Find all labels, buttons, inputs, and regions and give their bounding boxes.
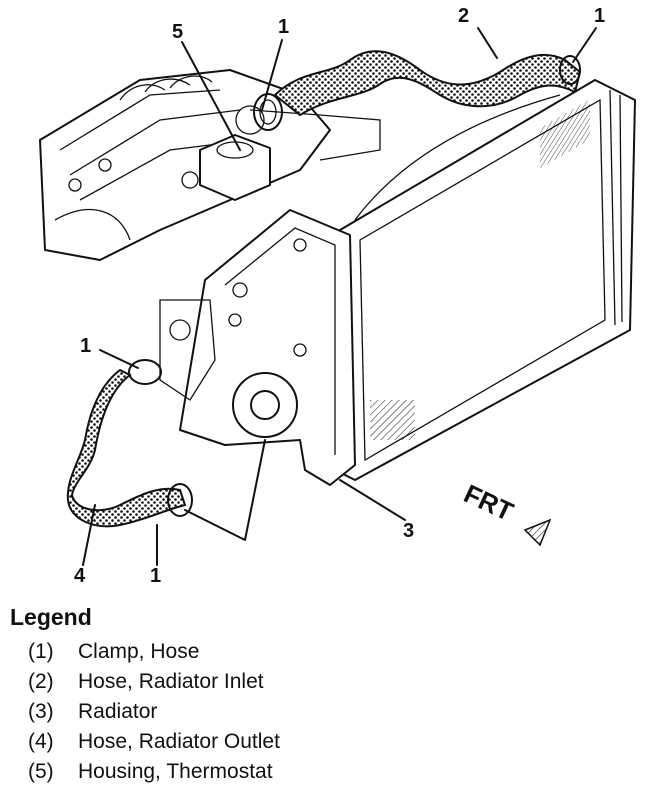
legend-item-number: (2) [28,670,54,693]
legend-item-label: Hose, Radiator Inlet [78,670,264,693]
callout-5: 5 [172,21,183,43]
cooling-system-diagram: 1 5 2 1 1 4 1 3 FRT [39,5,636,587]
front-direction-indicator: FRT [459,478,552,547]
callout-1-right: 1 [594,5,605,27]
legend-item-number: (5) [28,760,54,783]
legend-item-number: (3) [28,700,54,723]
thermostat-housing [199,105,271,201]
leader-lines [82,27,597,566]
water-pump [159,299,298,438]
fan-shroud [179,209,356,486]
callout-1-left: 1 [80,335,91,357]
lower-coolant-pipe [184,439,266,541]
legend-item-label: Housing, Thermostat [78,760,273,783]
callout-1-top: 1 [278,16,289,38]
legend-item-number: (4) [28,730,54,753]
legend-item: (4) Hose, Radiator Outlet [28,727,650,757]
legend-list: (1) Clamp, Hose (2) Hose, Radiator Inlet (… [10,637,650,787]
legend-item-number: (1) [28,640,54,663]
legend-item-label: Hose, Radiator Outlet [78,730,280,753]
front-arrow-icon [523,518,552,547]
legend-title: Legend [10,604,92,630]
callout-1-bottom: 1 [150,565,161,587]
legend-item: (2) Hose, Radiator Inlet [28,667,650,697]
lower-hose-clamp-engine [128,359,162,385]
radiator-outlet-hose [66,368,187,528]
legend-item: (1) Clamp, Hose [28,637,650,667]
callout-3: 3 [403,520,414,542]
upper-hose-clamp-engine [253,93,283,131]
legend-item-label: Radiator [78,700,158,723]
callout-4: 4 [74,565,86,587]
legend-item: (5) Housing, Thermostat [28,757,650,787]
upper-hose-clamp-radiator [559,55,581,85]
callout-2: 2 [458,5,469,27]
frt-label: FRT [459,478,518,527]
lower-hose-clamp-radiator [167,483,193,517]
legend-item-label: Clamp, Hose [78,640,200,663]
legend-item: (3) Radiator [28,697,650,727]
radiator-inlet-hose [273,50,582,117]
legend: Legend (1) Clamp, Hose (2) Hose, Radiator … [10,604,650,787]
